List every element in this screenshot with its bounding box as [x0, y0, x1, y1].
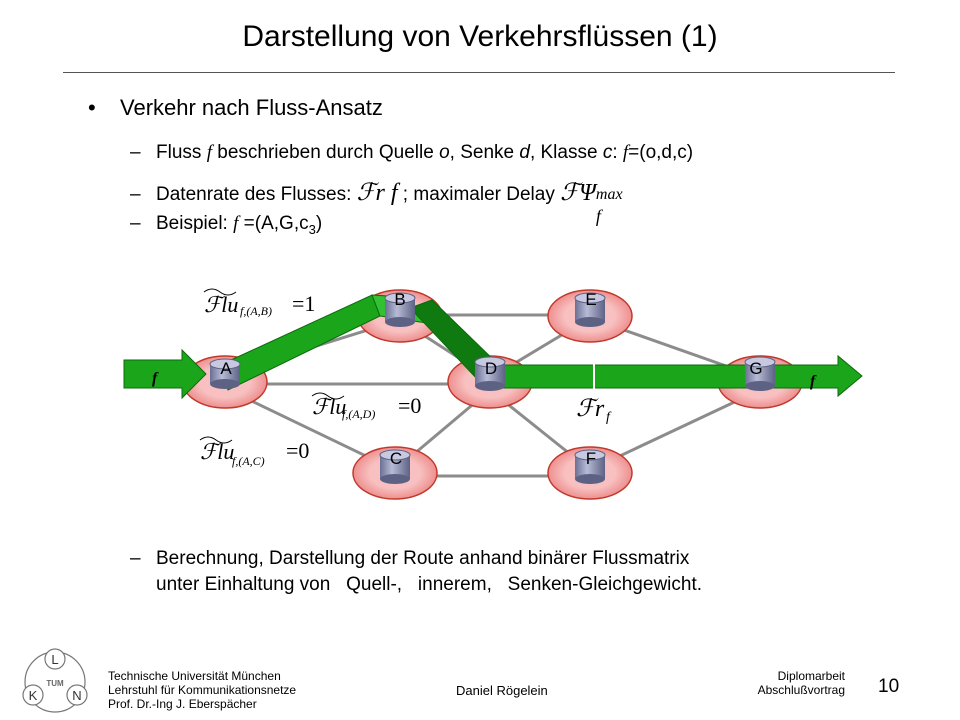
flow-segment-d-g-out — [491, 354, 863, 398]
text: =(o,d,c) — [628, 142, 694, 163]
lu-ab-value: =1 — [292, 291, 315, 316]
rate-sub: f — [606, 410, 612, 425]
router-f — [574, 449, 606, 484]
router-g — [744, 356, 776, 391]
dash: – — [130, 213, 141, 234]
tilde — [311, 392, 345, 400]
logo-letter-k: K — [29, 688, 38, 703]
sub-bullet-datarate: –Datenrate des Flusses: ℱr f ; maximaler… — [130, 178, 630, 226]
page-number: 10 — [878, 676, 900, 697]
footer-context: Diplomarbeit Abschlußvortrag — [730, 669, 845, 697]
node-label-a: A — [220, 359, 232, 378]
slide-title: Darstellung von Verkehrsflüssen (1) — [242, 20, 718, 53]
text: : — [612, 142, 623, 163]
text: Beispiel: — [156, 213, 234, 234]
router-a — [209, 358, 241, 389]
footer-line: Lehrstuhl für Kommunikationsnetze — [108, 683, 297, 697]
dash: – — [130, 184, 141, 205]
footer-line: Abschlußvortrag — [757, 683, 845, 697]
lu-ab-symbol: ℱlu — [204, 292, 238, 317]
main-bullet-label: Verkehr nach Fluss-Ansatz — [120, 95, 383, 120]
bottom-line-2: unter Einhaltung von Quell-, innerem, Se… — [156, 574, 703, 595]
sub-bullet-example: –Beispiel: f =(A,G,c3) — [130, 213, 322, 237]
lu-ab-sub: f,(A,B) — [240, 304, 272, 318]
router-e — [574, 292, 606, 327]
footer-line: Technische Universität München — [108, 669, 281, 683]
text: beschrieben durch Quelle — [211, 142, 440, 163]
node-label-d: D — [485, 359, 497, 378]
logo-center: TUM — [46, 679, 64, 688]
lu-ac-value: =0 — [286, 438, 309, 463]
router-b — [384, 292, 416, 327]
footer-line: Diplomarbeit — [777, 669, 845, 683]
text: , Klasse — [529, 142, 603, 163]
lu-ad-sub: f,(A,D) — [342, 407, 375, 421]
rate-symbol: ℱr — [576, 396, 605, 422]
subscript: 3 — [308, 221, 316, 237]
lu-ad-value: =0 — [398, 393, 421, 418]
node-label-e: E — [585, 290, 596, 309]
flow-arrow-in — [123, 348, 207, 400]
bottom-line-1: Berechnung, Darstellung der Route anhand… — [156, 548, 690, 569]
flow-in-label: f — [152, 370, 159, 387]
bottom-sub-bullet: –Berechnung, Darstellung der Route anhan… — [130, 546, 702, 598]
math-c: c — [602, 142, 613, 163]
logo-letter-n: N — [72, 688, 81, 703]
lkn-logo: L K N TUM — [22, 648, 88, 713]
footer-line: Prof. Dr.-Ing J. Eberspächer — [108, 697, 257, 711]
node-labels: A B C D E F G — [220, 290, 762, 468]
text: =(A,G,c — [238, 213, 309, 234]
footer-institution: Technische Universität München Lehrstuhl… — [108, 669, 296, 711]
title-divider — [63, 72, 895, 73]
tilde — [199, 436, 233, 444]
math-f: f — [233, 213, 239, 234]
equation-labels: ℱlu f,(A,B) =1 ℱlu f,(A,D) =0 ℱlu f,(A,C… — [199, 288, 612, 468]
node-rings — [182, 289, 803, 500]
text: ) — [315, 213, 323, 234]
router-c — [379, 449, 411, 484]
math-o: o — [439, 142, 450, 163]
footer-author: Daniel Rögelein — [456, 683, 548, 698]
sub-bullet-flow-definition: –Fluss f beschrieben durch Quelle o, Sen… — [130, 142, 693, 164]
router-cylinders — [209, 292, 776, 484]
node-label-g: G — [749, 359, 762, 378]
lu-ad-symbol: ℱlu — [312, 394, 346, 419]
text: ; maximaler Delay — [397, 184, 561, 205]
tilde — [203, 288, 237, 296]
dash: – — [130, 548, 141, 569]
bullet-dot: • — [88, 95, 96, 120]
node-label-c: C — [390, 449, 402, 468]
math-f: f — [622, 142, 629, 163]
lu-ac-sub: f,(A,C) — [232, 454, 265, 468]
node-label-b: B — [394, 290, 405, 309]
text: Datenrate des Flusses: — [156, 184, 357, 205]
math-f: f — [206, 142, 212, 163]
text: Fluss — [156, 142, 207, 163]
network-diagram: A B C D E F G f f ℱlu f,(A,B) =1 ℱlu f,(… — [123, 288, 863, 500]
node-label-f: F — [586, 449, 596, 468]
rate-arrowhead — [588, 354, 600, 362]
text: , Senke — [449, 142, 520, 163]
math-d: d — [519, 142, 530, 163]
dash: – — [130, 142, 141, 163]
lu-ac-symbol: ℱlu — [200, 439, 234, 464]
logo-letter-l: L — [51, 652, 58, 667]
router-d — [474, 356, 506, 391]
datarate-symbol: ℱr f — [356, 180, 398, 206]
flow-out-label: f — [810, 373, 817, 390]
